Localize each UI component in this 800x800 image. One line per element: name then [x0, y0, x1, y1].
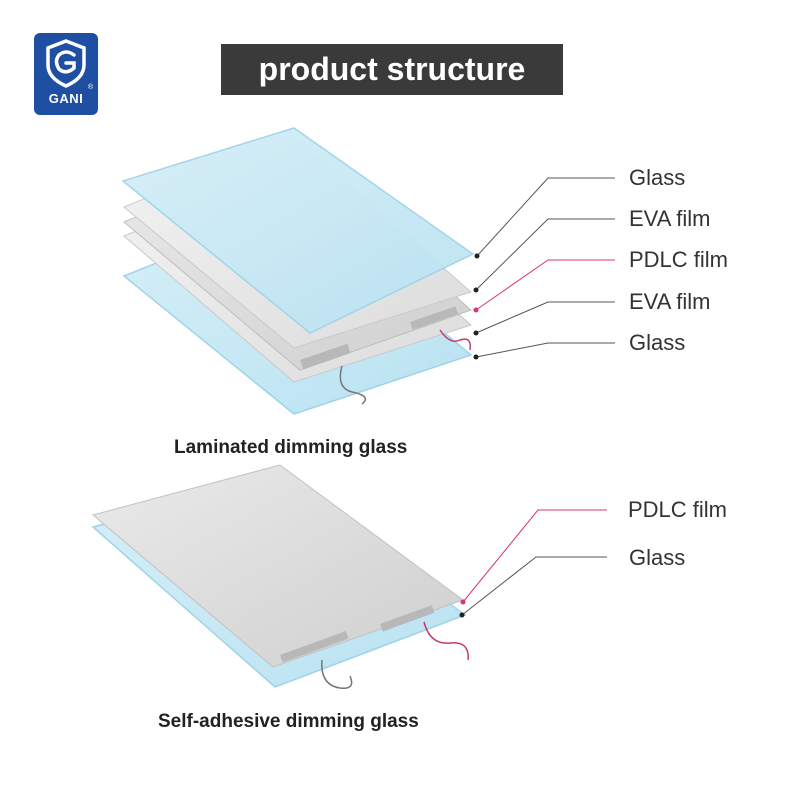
- pointer-line: [475, 218, 615, 291]
- pdlc-electrode: [410, 306, 458, 330]
- brand-logo: GANI ®: [34, 33, 98, 115]
- layer-label-pdlc: PDLC film: [629, 247, 729, 272]
- wire: [439, 329, 472, 351]
- registered-mark: ®: [87, 84, 93, 91]
- self-adhesive-pointers: [459, 509, 607, 618]
- pointer-dot: [473, 287, 479, 293]
- layer-label-glass: Glass: [629, 545, 686, 570]
- wire: [423, 621, 469, 661]
- pointer-line: [475, 342, 615, 358]
- pointer-dot: [474, 253, 480, 259]
- layer-label-eva-bottom: EVA film: [629, 289, 711, 314]
- pointer-dot: [473, 307, 479, 313]
- pointer-dot: [460, 599, 466, 605]
- page-title: product structure: [221, 44, 563, 95]
- pointer-line: [475, 259, 615, 311]
- self-adhesive-stack: [91, 464, 469, 689]
- pointer-line: [462, 509, 607, 603]
- wire: [321, 659, 353, 689]
- wire: [339, 365, 367, 405]
- laminated-caption: Laminated dimming glass: [174, 437, 408, 458]
- pointer-dot: [473, 354, 479, 360]
- layer-label-pdlc-film: PDLC film: [628, 497, 728, 522]
- self-adhesive-caption: Self-adhesive dimming glass: [158, 711, 419, 732]
- layer-label-glass-bottom: Glass: [629, 330, 686, 355]
- logo-text: GANI: [48, 91, 84, 106]
- pointer-line: [461, 556, 607, 616]
- laminated-pointers: [473, 177, 615, 360]
- laminated-stack: [121, 127, 475, 415]
- shield-icon: [46, 39, 86, 88]
- pdlc-electrode: [280, 631, 349, 663]
- layer-label-glass-top: Glass: [629, 165, 686, 190]
- top-glass-layer: [121, 127, 475, 334]
- pointer-dot: [473, 330, 479, 336]
- pdlc-electrode: [300, 343, 351, 370]
- layer-label-eva-top: EVA film: [629, 206, 711, 231]
- pointer-dot: [459, 612, 465, 618]
- pointer-line: [475, 301, 615, 334]
- pointer-line: [476, 177, 615, 257]
- pdlc-electrode: [380, 605, 435, 632]
